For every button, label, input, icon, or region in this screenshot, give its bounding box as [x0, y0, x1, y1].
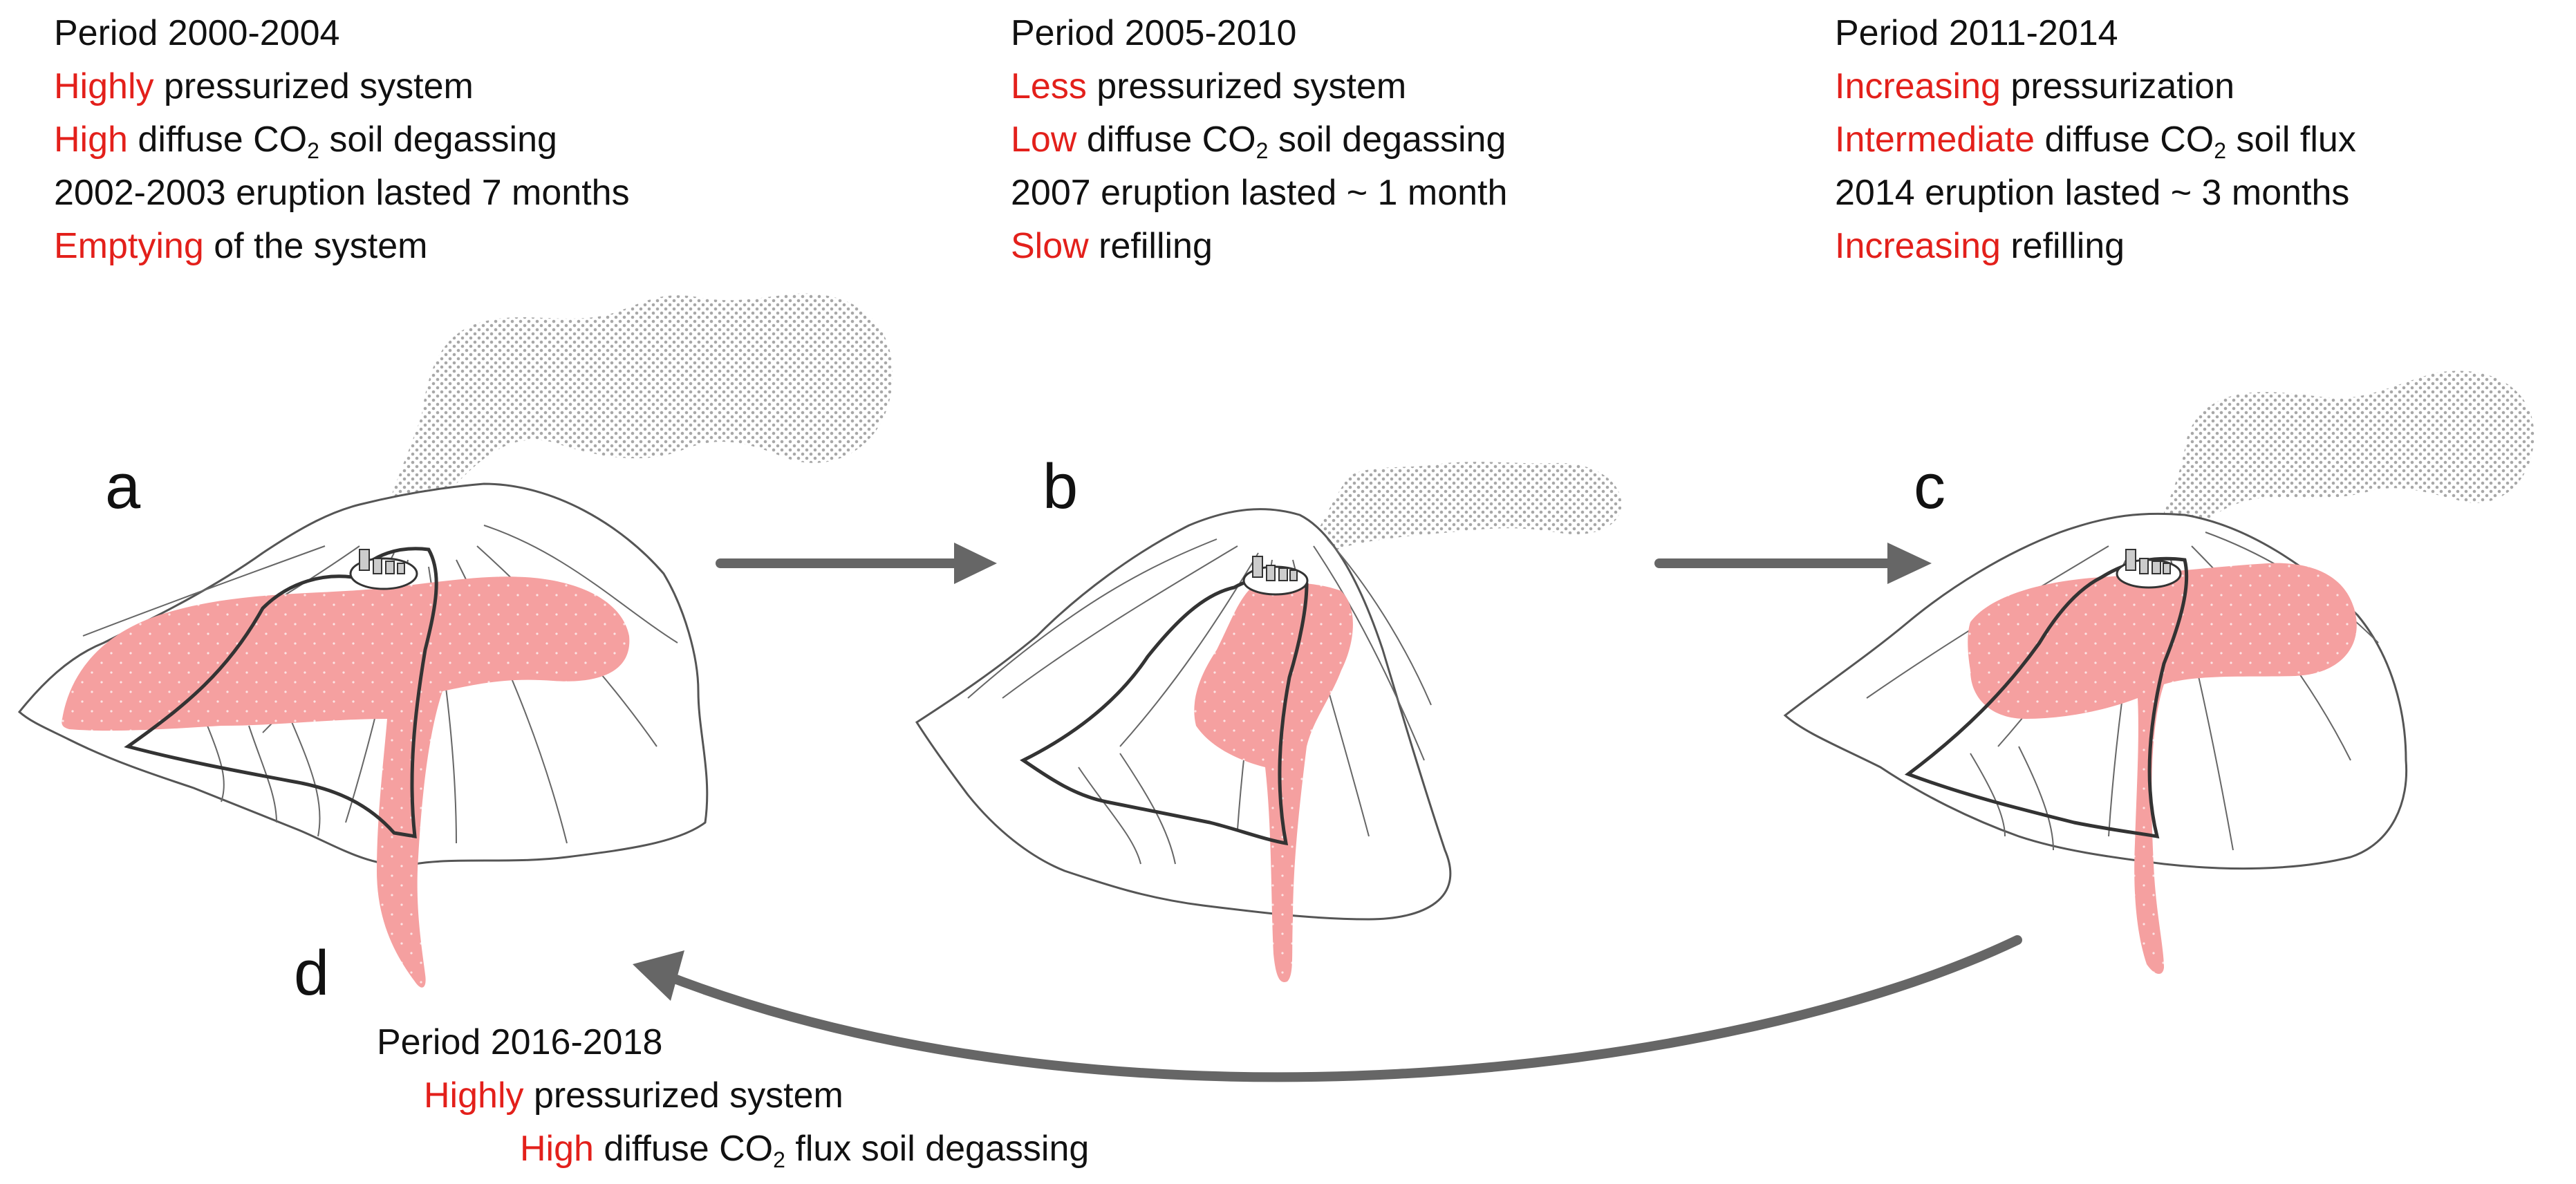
panel-d-line2: High diffuse CO2 flux soil degassing [377, 1122, 1089, 1176]
volcano-b-magma-chamber [1194, 583, 1353, 982]
volcano-c-magma-chamber [1968, 563, 2357, 975]
panel-a-line3: 2002-2003 eruption lasted 7 months [54, 173, 630, 213]
panel-c-line3: 2014 eruption lasted ~ 3 months [1835, 173, 2350, 213]
volcano-c-plume-icon [2150, 370, 2535, 552]
panel-c-line4: Increasing refilling [1835, 220, 2356, 273]
panel-d-line2-highlight: High [520, 1129, 594, 1169]
panel-b-line2-highlight: Low [1011, 120, 1077, 160]
panel-b-line4: Slow refilling [1011, 220, 1507, 273]
panel-c-line2-sub: 2 [2214, 138, 2227, 163]
volcano-a-plume-icon [377, 293, 893, 553]
panel-a-line4-rest: of the system [203, 226, 428, 266]
panel-d-line1: Highly pressurized system [377, 1069, 1089, 1122]
panel-a-line1-rest: pressurized system [153, 66, 474, 106]
volcano-c-crater-icon [2116, 549, 2182, 589]
panel-b-line2-sub: 2 [1256, 138, 1269, 163]
volcano-a-magma-chamber [62, 576, 630, 988]
panel-d-line2-pre: diffuse CO [593, 1129, 774, 1169]
panel-a-line2-pre: diffuse CO [127, 120, 308, 160]
panel-a-line2-post: soil degassing [319, 120, 557, 160]
panel-b-line3: 2007 eruption lasted ~ 1 month [1011, 173, 1508, 213]
volcano-a [17, 293, 893, 988]
panel-c-line2-post: soil flux [2226, 120, 2356, 160]
panel-c-line1: Increasing pressurization [1835, 60, 2356, 113]
panel-c-line2: Intermediate diffuse CO2 soil flux [1835, 113, 2356, 167]
panel-d-line1-rest: pressurized system [523, 1075, 843, 1116]
volcano-b-mountain-outline [915, 508, 1452, 921]
volcano-c [1783, 370, 2535, 975]
panel-a-line4-highlight: Emptying [54, 226, 204, 266]
panel-a-line4: Emptying of the system [54, 220, 630, 273]
panel-b-line4-highlight: Slow [1011, 226, 1089, 266]
panel-c-line1-highlight: Increasing [1835, 66, 2001, 106]
volcano-b-sector-outline [1020, 574, 1309, 846]
panel-letter-a: a [105, 451, 141, 522]
arrow-b-to-c-head-icon [1887, 543, 1932, 584]
arrow-c-to-d-head-icon [633, 950, 684, 1001]
panel-a-period: Period 2000-2004 [54, 13, 340, 53]
panel-c-line4-rest: refilling [2000, 226, 2125, 266]
panel-a-line2-sub: 2 [307, 138, 319, 163]
volcano-a-sector-outline [124, 547, 438, 839]
panel-a-text: Period 2000-2004 Highly pressurized syst… [54, 7, 630, 273]
panel-b-line2-pre: diffuse CO [1076, 120, 1256, 160]
volcano-b-plume-icon [1307, 462, 1622, 554]
arrow-a-to-b-head-icon [954, 543, 997, 584]
volcano-a-crater-icon [349, 549, 418, 590]
panel-letter-b: b [1043, 451, 1079, 522]
panel-c-line2-highlight: Intermediate [1835, 120, 2035, 160]
panel-a-line2: High diffuse CO2 soil degassing [54, 113, 630, 167]
volcano-b-crater-icon [1242, 556, 1309, 596]
panel-b-line1-highlight: Less [1011, 66, 1087, 106]
panel-c-line1-rest: pressurization [2000, 66, 2235, 106]
panel-b-line2: Low diffuse CO2 soil degassing [1011, 113, 1507, 167]
panel-a-line2-highlight: High [54, 120, 128, 160]
panel-a-line1-highlight: Highly [54, 66, 154, 106]
panel-a-line1: Highly pressurized system [54, 60, 630, 113]
panel-c-period: Period 2011-2014 [1835, 13, 2118, 53]
panel-b-line2-post: soil degassing [1268, 120, 1506, 160]
panel-d-text: Period 2016-2018 Highly pressurized syst… [377, 1016, 1089, 1176]
panel-b-line4-rest: refilling [1088, 226, 1213, 266]
volcano-c-sector-outline [1904, 556, 2189, 839]
panel-letter-c: c [1914, 451, 1945, 522]
panel-c-line4-highlight: Increasing [1835, 226, 2001, 266]
panel-d-line2-post: flux soil degassing [785, 1129, 1090, 1169]
panel-b-line1: Less pressurized system [1011, 60, 1507, 113]
panel-b-period: Period 2005-2010 [1011, 13, 1297, 53]
arrow-c-to-d-icon [659, 935, 2022, 1082]
panel-d-line1-highlight: Highly [424, 1075, 524, 1116]
panel-c-text: Period 2011-2014 Increasing pressurizati… [1835, 7, 2356, 273]
volcano-b [915, 462, 1622, 982]
panel-d-period: Period 2016-2018 [377, 1022, 663, 1062]
panel-b-text: Period 2005-2010 Less pressurized system… [1011, 7, 1507, 273]
transition-arrows [633, 543, 2022, 1082]
panel-d-line2-sub: 2 [773, 1147, 785, 1172]
panel-c-line2-pre: diffuse CO [2035, 120, 2214, 160]
panel-letter-d: d [294, 938, 330, 1008]
panel-b-line1-rest: pressurized system [1086, 66, 1407, 106]
